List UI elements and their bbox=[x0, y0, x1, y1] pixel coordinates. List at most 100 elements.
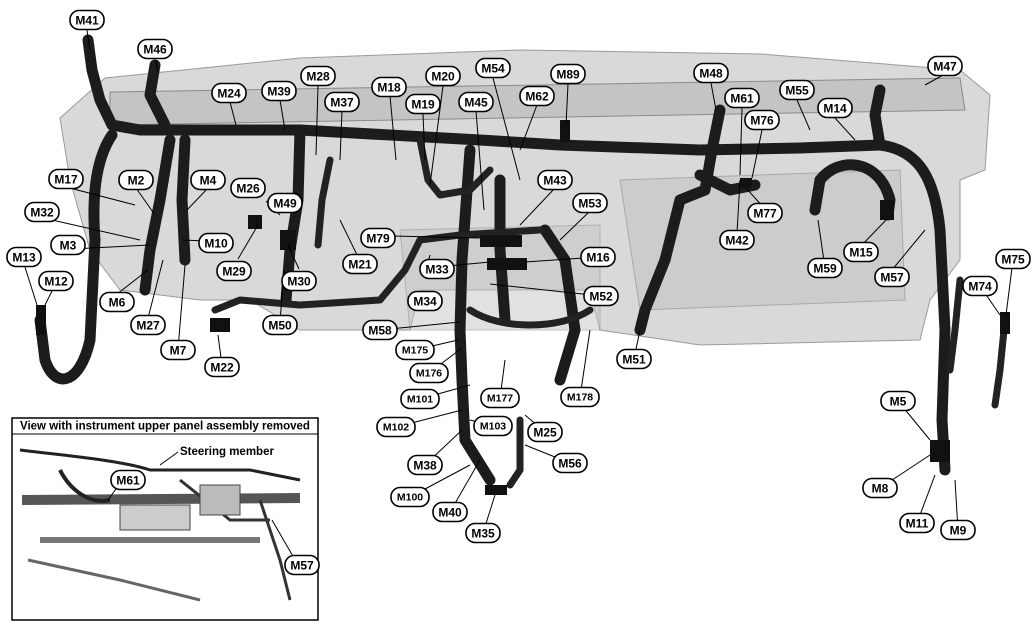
callout-labels-49: M50 bbox=[262, 314, 298, 336]
callout-box bbox=[216, 260, 252, 282]
callout-text: M6 bbox=[109, 296, 126, 310]
callout-labels-5: M37 bbox=[324, 91, 360, 113]
callout-labels-26: M32 bbox=[24, 201, 60, 223]
callout-box bbox=[190, 169, 226, 191]
callout-box bbox=[324, 91, 360, 113]
callout-box bbox=[940, 519, 976, 541]
callout-labels-60: M25 bbox=[527, 421, 563, 443]
callout-labels-66: M40 bbox=[432, 501, 468, 523]
callout-text: M12 bbox=[44, 275, 68, 289]
callout-labels-3: M39 bbox=[261, 80, 297, 102]
callout-text: M52 bbox=[589, 290, 613, 304]
callout-labels-67: M11 bbox=[899, 512, 935, 534]
callout-box bbox=[110, 469, 146, 491]
callout-inset-labels-0: M61 bbox=[110, 469, 146, 491]
callout-labels-9: M54 bbox=[475, 57, 511, 79]
callout-labels-33: M13 bbox=[6, 246, 42, 268]
callout-box bbox=[560, 386, 600, 408]
callout-labels-58: M102 bbox=[376, 416, 416, 438]
callout-labels-18: M47 bbox=[927, 55, 963, 77]
callout-labels-34: M12 bbox=[38, 270, 74, 292]
callout-labels-32: M15 bbox=[843, 241, 879, 263]
callout-box bbox=[48, 168, 84, 190]
callout-text: M54 bbox=[481, 62, 505, 76]
callout-box bbox=[843, 241, 879, 263]
callout-text: M9 bbox=[950, 524, 967, 538]
callout-text: M45 bbox=[464, 96, 488, 110]
callout-box bbox=[281, 270, 317, 292]
callout-text: M50 bbox=[268, 319, 292, 333]
callout-text: M57 bbox=[290, 559, 314, 573]
callout-labels-37: M21 bbox=[342, 253, 378, 275]
callout-text: M59 bbox=[813, 262, 837, 276]
callout-labels-53: M176 bbox=[409, 362, 449, 384]
callout-labels-42: M75 bbox=[995, 248, 1031, 270]
callout-box bbox=[473, 415, 513, 437]
callout-labels-13: M48 bbox=[693, 62, 729, 84]
callout-box bbox=[425, 65, 461, 87]
callout-text: M35 bbox=[471, 527, 495, 541]
callout-text: M40 bbox=[438, 506, 462, 520]
callout-box bbox=[6, 246, 42, 268]
callout-text: M103 bbox=[480, 421, 506, 433]
callout-box bbox=[475, 57, 511, 79]
callout-box bbox=[211, 82, 247, 104]
callout-text: M76 bbox=[750, 114, 774, 128]
callout-text: M37 bbox=[330, 96, 354, 110]
callout-box bbox=[616, 348, 652, 370]
callout-text: M20 bbox=[431, 70, 455, 84]
callout-labels-39: M16 bbox=[580, 246, 616, 268]
callout-text: M29 bbox=[222, 265, 246, 279]
callout-labels-65: M100 bbox=[390, 486, 430, 508]
callout-text: M3 bbox=[60, 239, 77, 253]
callout-text: M34 bbox=[413, 295, 437, 309]
callout-text: M176 bbox=[416, 368, 442, 380]
callout-box bbox=[99, 291, 135, 313]
callout-labels-22: M26 bbox=[230, 177, 266, 199]
callout-labels-54: M51 bbox=[616, 348, 652, 370]
callout-box bbox=[409, 362, 449, 384]
callout-labels-4: M28 bbox=[300, 65, 336, 87]
callout-box bbox=[24, 201, 60, 223]
callout-box bbox=[552, 452, 588, 474]
callout-labels-64: M8 bbox=[862, 477, 898, 499]
callout-box bbox=[874, 266, 910, 288]
callout-inset-labels-1: M57 bbox=[284, 554, 320, 576]
callout-box bbox=[432, 501, 468, 523]
callout-box bbox=[376, 416, 416, 438]
callout-box bbox=[390, 486, 430, 508]
callout-text: M75 bbox=[1001, 253, 1025, 267]
callout-labels-19: M17 bbox=[48, 168, 84, 190]
callout-labels-41: M57 bbox=[874, 266, 910, 288]
callout-box bbox=[371, 76, 407, 98]
callout-text: M178 bbox=[567, 392, 593, 404]
callout-labels-30: M77 bbox=[747, 202, 783, 224]
callout-labels-31: M42 bbox=[719, 229, 755, 251]
callout-text: M15 bbox=[849, 246, 873, 260]
callout-box bbox=[419, 258, 455, 280]
callout-box bbox=[204, 356, 240, 378]
callout-labels-16: M76 bbox=[744, 109, 780, 131]
steering-member-label: Steering member bbox=[180, 446, 274, 458]
callout-labels-20: M2 bbox=[118, 169, 154, 191]
callout-text: M5 bbox=[890, 395, 907, 409]
callout-labels-15: M55 bbox=[779, 79, 815, 101]
callout-text: M55 bbox=[785, 84, 809, 98]
callout-box bbox=[927, 55, 963, 77]
callout-box bbox=[458, 91, 494, 113]
callout-labels-28: M10 bbox=[198, 232, 234, 254]
callout-text: M17 bbox=[54, 173, 78, 187]
callout-labels-46: M7 bbox=[160, 339, 196, 361]
callout-text: M42 bbox=[725, 234, 749, 248]
callout-text: M79 bbox=[366, 232, 390, 246]
connector-blocks bbox=[36, 120, 1010, 495]
callout-labels-29: M79 bbox=[360, 227, 396, 249]
callout-box bbox=[807, 257, 843, 279]
callout-box bbox=[130, 314, 166, 336]
callout-labels-50: M58 bbox=[362, 319, 398, 341]
callout-text: M47 bbox=[933, 60, 957, 74]
callout-labels-43: M74 bbox=[962, 275, 998, 297]
callout-labels-61: M5 bbox=[880, 390, 916, 412]
callout-labels-44: M6 bbox=[99, 291, 135, 313]
callout-text: M51 bbox=[622, 353, 646, 367]
